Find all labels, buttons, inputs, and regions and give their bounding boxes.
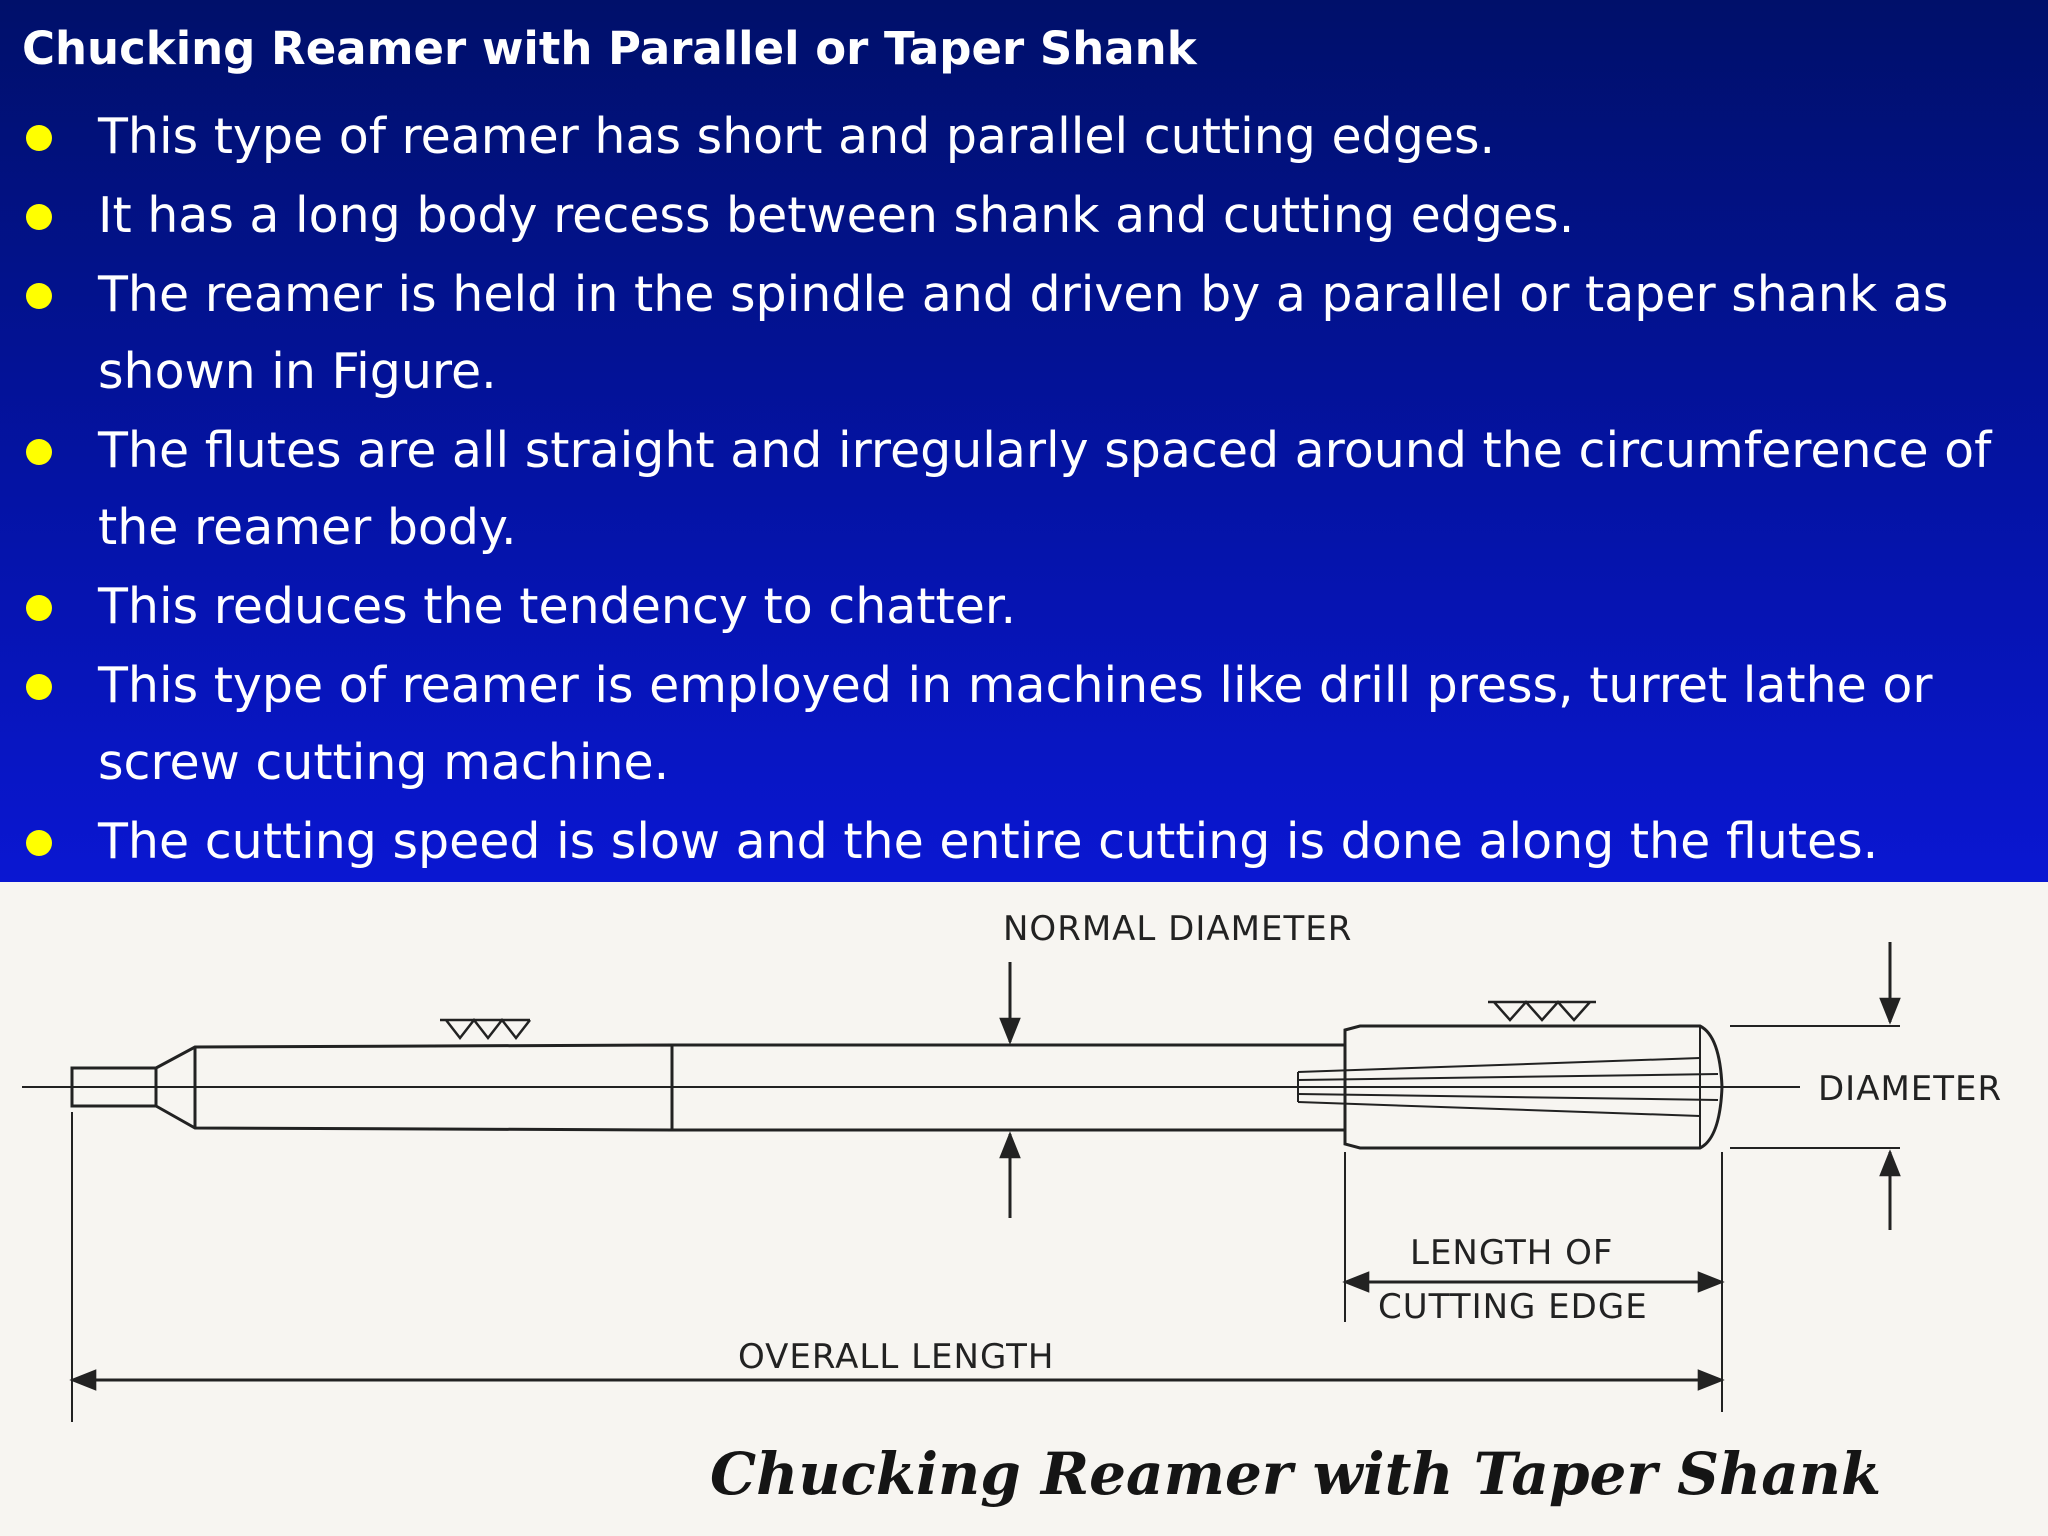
text-panel: Chucking Reamer with Parallel or Taper S… [0,0,2048,882]
bullet-text: It has a long body recess between shank … [98,187,1575,244]
bullet-dot-icon [26,439,52,465]
bullet-dot-icon [26,125,52,151]
normal-diameter-label: NORMAL DIAMETER [1003,909,1352,949]
bullet-text: This type of reamer is employed in machi… [98,657,1933,791]
flute-line [1297,1073,1719,1081]
bullet-item: This type of reamer is employed in machi… [0,647,2048,801]
bullet-item: This type of reamer has short and parall… [0,98,2048,175]
bullet-item: The cutting speed is slow and the entire… [0,803,2048,880]
bullet-dot-icon [26,595,52,621]
bullet-dot-icon [26,674,52,700]
bullet-item: This reduces the tendency to chatter. [0,568,2048,645]
length-of-label: LENGTH OF [1410,1233,1613,1273]
bullet-text: The flutes are all straight and irregula… [98,422,1992,556]
cutting-edge-label: CUTTING EDGE [1378,1287,1648,1327]
bullet-item: It has a long body recess between shank … [0,177,2048,254]
reamer-drawing: NORMAL DIAMETER DIAMETER LENGTH OF CUTTI… [22,909,2002,1508]
cutting-portion [1343,1024,1724,1150]
flute-line [1297,1057,1701,1073]
diameter-label: DIAMETER [1818,1069,2002,1109]
bullet-item: The flutes are all straight and irregula… [0,412,2048,566]
bullet-item: The reamer is held in the spindle and dr… [0,256,2048,410]
bullet-text: The cutting speed is slow and the entire… [98,813,1879,870]
figure-caption: Chucking Reamer with Taper Shank [710,1440,1881,1508]
flute-line [1297,1101,1701,1117]
flute-line [1297,1093,1719,1101]
bullet-text: This type of reamer has short and parall… [98,108,1496,165]
bullet-dot-icon [26,830,52,856]
finish-symbol-icon [440,1017,531,1041]
bullet-dot-icon [26,204,52,230]
figure-panel: NORMAL DIAMETER DIAMETER LENGTH OF CUTTI… [0,882,2048,1536]
bullet-dot-icon [26,283,52,309]
taper-shank [155,1043,674,1132]
shank-end [70,1066,158,1108]
finish-symbol-icon [1488,1000,1596,1022]
bullet-list: This type of reamer has short and parall… [0,98,2048,882]
bullet-text: This reduces the tendency to chatter. [98,578,1017,635]
bullet-text: The reamer is held in the spindle and dr… [98,266,1949,400]
overall-length-label: OVERALL LENGTH [738,1337,1054,1377]
slide-title: Chucking Reamer with Parallel or Taper S… [22,22,1197,75]
